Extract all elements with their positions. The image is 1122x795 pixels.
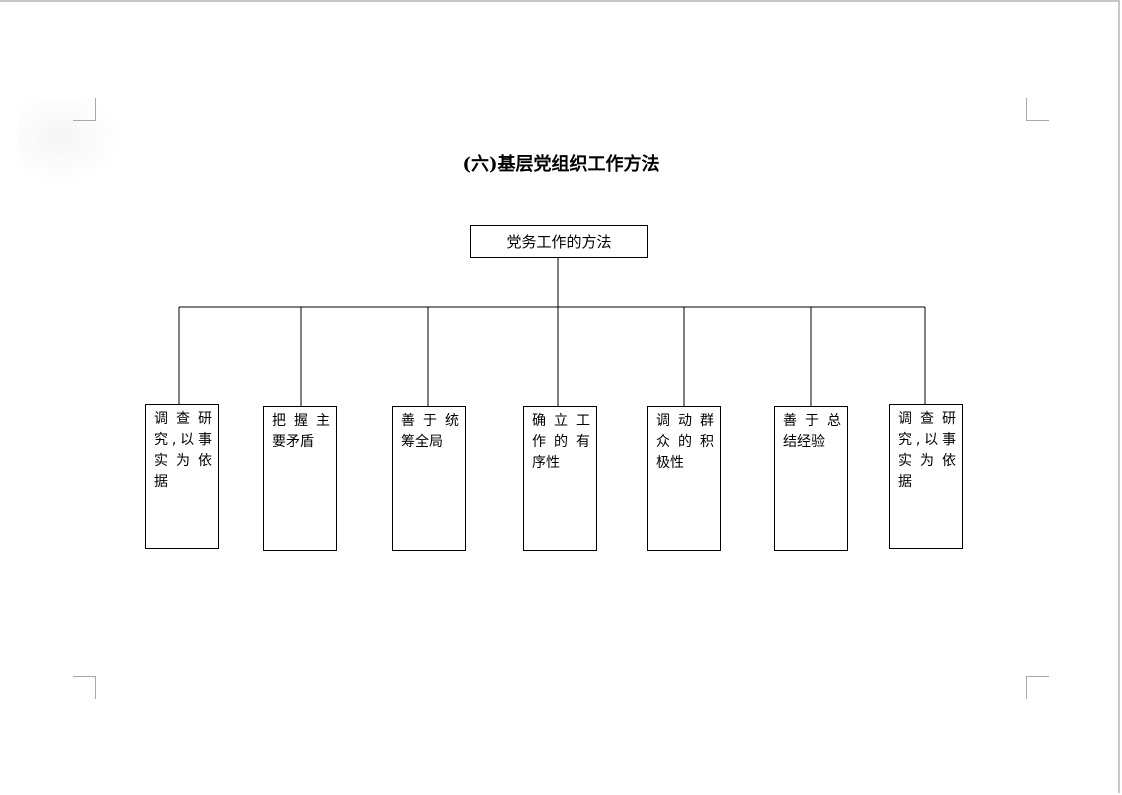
child-node-line: 把 握 主 bbox=[272, 413, 330, 429]
child-node-line: 究,以事 bbox=[898, 432, 956, 448]
child-node-line: 序性 bbox=[532, 455, 560, 471]
child-node-line: 实 为 依 bbox=[154, 453, 212, 469]
margin-mark-top-left bbox=[73, 98, 96, 121]
child-node-2: 把 握 主 要矛盾 bbox=[263, 406, 337, 551]
margin-mark-top-right bbox=[1026, 98, 1049, 121]
margin-mark-bottom-right bbox=[1026, 676, 1049, 699]
page-title: (六)基层党组织工作方法 bbox=[462, 154, 660, 175]
child-node-5: 调 动 群 众 的 积 极性 bbox=[647, 406, 721, 551]
child-node-4: 确 立 工 作 的 有 序性 bbox=[523, 406, 597, 551]
child-node-line: 究,以事 bbox=[154, 432, 212, 448]
child-node-line: 据 bbox=[154, 474, 168, 490]
child-node-line: 据 bbox=[898, 474, 912, 490]
child-node-line: 众 的 积 bbox=[656, 434, 714, 450]
child-node-3: 善 于 统 筹全局 bbox=[392, 406, 466, 551]
child-node-7: 调 查 研 究,以事 实 为 依 据 bbox=[889, 404, 963, 549]
child-node-line: 实 为 依 bbox=[898, 453, 956, 469]
child-node-line: 作 的 有 bbox=[532, 434, 590, 450]
child-node-line: 调 查 研 bbox=[898, 411, 956, 427]
root-node: 党务工作的方法 bbox=[470, 225, 648, 258]
root-node-label: 党务工作的方法 bbox=[506, 233, 612, 251]
child-node-line: 善 于 统 bbox=[401, 413, 459, 429]
scan-smudge bbox=[18, 100, 123, 185]
child-node-line: 确 立 工 bbox=[532, 413, 590, 429]
child-node-line: 筹全局 bbox=[401, 434, 443, 450]
child-node-1: 调 查 研 究,以事 实 为 依 据 bbox=[145, 404, 219, 549]
child-node-line: 要矛盾 bbox=[272, 434, 314, 450]
child-node-line: 善 于 总 bbox=[783, 413, 841, 429]
child-node-line: 调 动 群 bbox=[656, 413, 714, 429]
child-node-line: 极性 bbox=[656, 455, 684, 471]
margin-mark-bottom-left bbox=[73, 676, 96, 699]
child-node-line: 调 查 研 bbox=[154, 411, 212, 427]
child-node-line: 结经验 bbox=[783, 434, 825, 450]
child-node-6: 善 于 总 结经验 bbox=[774, 406, 848, 551]
